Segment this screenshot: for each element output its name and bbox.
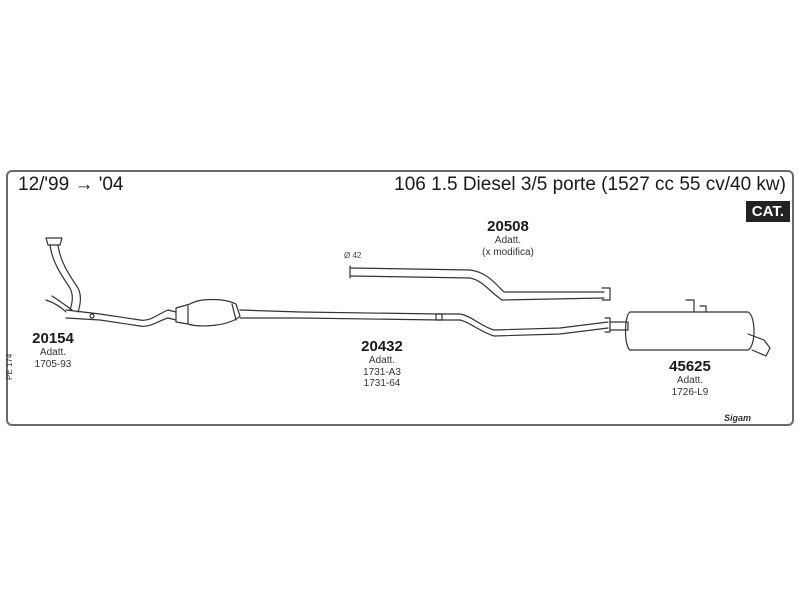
part-number: 20154	[32, 330, 74, 347]
rear-silencer-drawing	[609, 299, 771, 357]
part-label: Adatt.	[368, 355, 396, 367]
catalytic-converter-drawing	[175, 298, 241, 327]
part-code: 1705-93	[34, 358, 72, 370]
front-pipe-drawing	[45, 237, 177, 327]
part-code-alt: 1731-64	[363, 378, 401, 390]
part-number: 45625	[669, 358, 711, 375]
part-label: Adatt.	[39, 347, 67, 359]
part-20154[interactable]: 20154 Adatt. 1705-93	[18, 330, 88, 370]
middle-pipe-drawing	[239, 309, 611, 337]
part-code: 1726-L9	[671, 386, 709, 398]
cat-badge: CAT.	[745, 201, 790, 222]
part-number: 20432	[361, 338, 403, 355]
brand-logo: Sigam	[724, 413, 752, 423]
side-code: PE 174	[5, 353, 14, 380]
part-code: 1731-A3	[363, 366, 401, 378]
part-number: 20508	[487, 218, 529, 235]
diameter-label: Ø 42	[344, 251, 362, 260]
part-45625[interactable]: 45625 Adatt. 1726-L9	[650, 358, 730, 398]
part-20432[interactable]: 20432 Adatt. 1731-A3 1731-64	[342, 338, 422, 390]
vehicle-title: 106 1.5 Diesel 3/5 porte (1527 cc 55 cv/…	[394, 174, 786, 195]
part-note: (x modifica)	[482, 246, 534, 258]
part-label: Adatt.	[494, 235, 522, 247]
part-label: Adatt.	[676, 375, 704, 387]
part-20508[interactable]: 20508 Adatt. (x modifica)	[466, 218, 550, 258]
diagram-panel	[6, 170, 794, 426]
date-range: 12/'99 → '04	[18, 174, 124, 195]
adapter-pipe-drawing	[349, 265, 611, 301]
